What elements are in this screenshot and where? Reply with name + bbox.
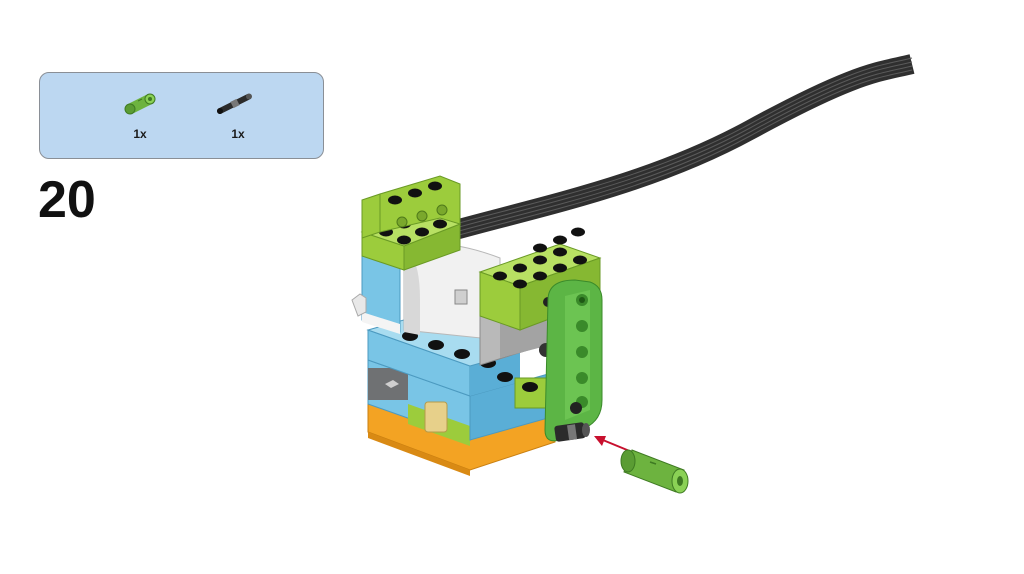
insert-direction-arrow bbox=[594, 436, 632, 452]
green-liftarm-beam bbox=[545, 280, 602, 441]
tan-axle-connector bbox=[425, 402, 447, 432]
green-connector-peg-being-inserted bbox=[621, 450, 688, 493]
motor-cable bbox=[420, 58, 912, 246]
